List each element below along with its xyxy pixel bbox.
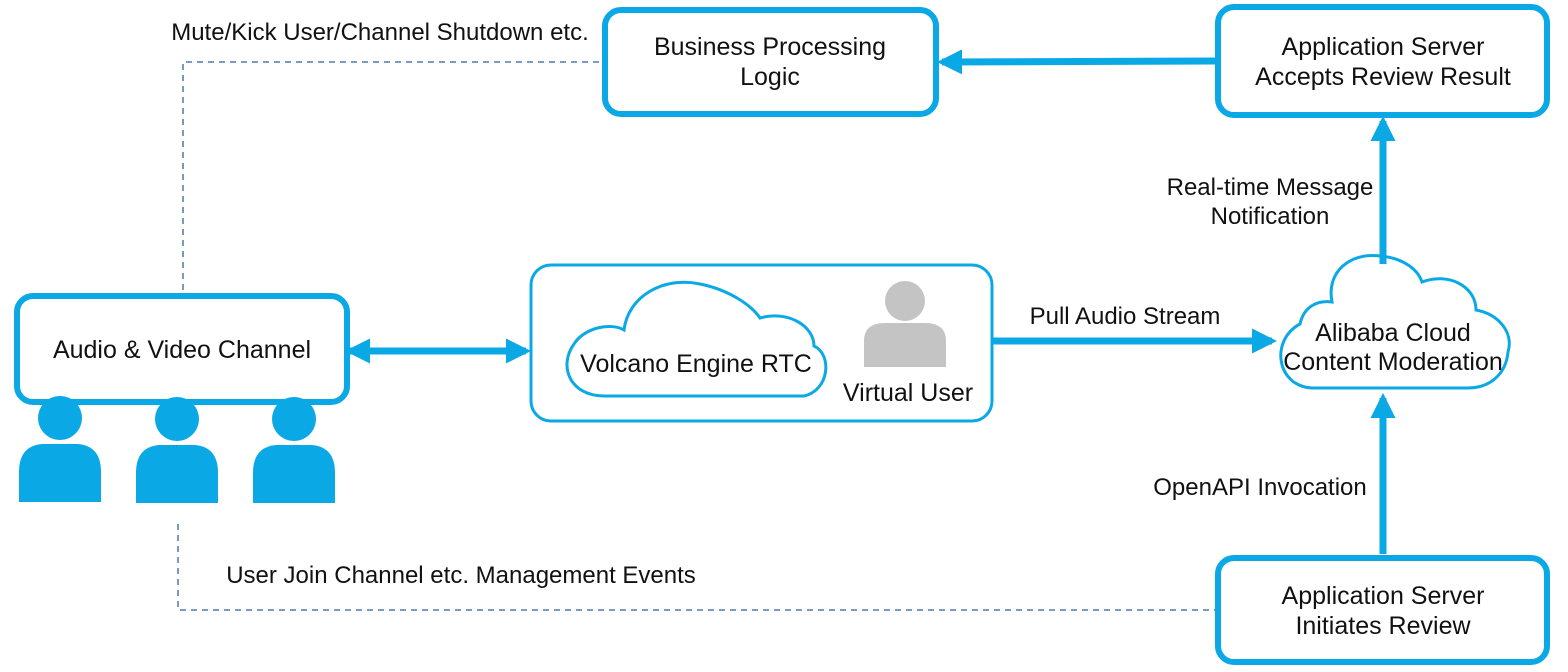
realtime-notification-label-line1: Real-time Message [1167, 174, 1374, 201]
realtime-notification-label-line2: Notification [1211, 203, 1330, 230]
virtual-user-person-icon [864, 281, 946, 367]
server-initiates-review-node: Application Server Initiates Review [1215, 555, 1550, 665]
rtc-group-node: Volcano Engine RTC Virtual User [529, 263, 994, 423]
business-logic-label-line2: Logic [740, 63, 800, 91]
alibaba-cloud-label-line1: Alibaba Cloud [1315, 319, 1471, 347]
mute-kick-dashed-line [182, 61, 605, 290]
audio-video-channel-label: Audio & Video Channel [53, 336, 311, 364]
server-accepts-result-node: Application Server Accepts Review Result [1215, 4, 1550, 118]
pull-audio-stream-label: Pull Audio Stream [1030, 303, 1221, 330]
user-join-events-label: User Join Channel etc. Management Events [226, 562, 696, 589]
alibaba-cloud-label-line2: Content Moderation [1283, 348, 1503, 376]
server-accepts-label-line2: Accepts Review Result [1255, 63, 1511, 91]
business-logic-label-line1: Business Processing [654, 33, 886, 61]
user-person-icon [136, 397, 218, 503]
virtual-user-label: Virtual User [843, 379, 973, 407]
user-person-icon [19, 396, 101, 502]
audio-video-channel-node: Audio & Video Channel [14, 293, 350, 405]
review-result-to-logic-arrow [936, 49, 1217, 75]
server-initiates-label-line1: Application Server [1282, 582, 1485, 610]
alibaba-cloud-moderation-node: Alibaba Cloud Content Moderation [1279, 254, 1511, 390]
mute-kick-label: Mute/Kick User/Channel Shutdown etc. [171, 19, 589, 46]
server-initiates-label-line2: Initiates Review [1295, 612, 1471, 640]
user-person-icon [253, 397, 335, 503]
server-accepts-label-line1: Application Server [1282, 33, 1485, 61]
volcano-engine-cloud-icon [565, 280, 828, 398]
alibaba-cloud-icon [1279, 254, 1511, 390]
volcano-engine-rtc-label: Volcano Engine RTC [580, 350, 812, 378]
business-processing-logic-node: Business Processing Logic [602, 7, 939, 117]
channel-users-group [19, 396, 335, 503]
openapi-invocation-label: OpenAPI Invocation [1153, 474, 1366, 501]
